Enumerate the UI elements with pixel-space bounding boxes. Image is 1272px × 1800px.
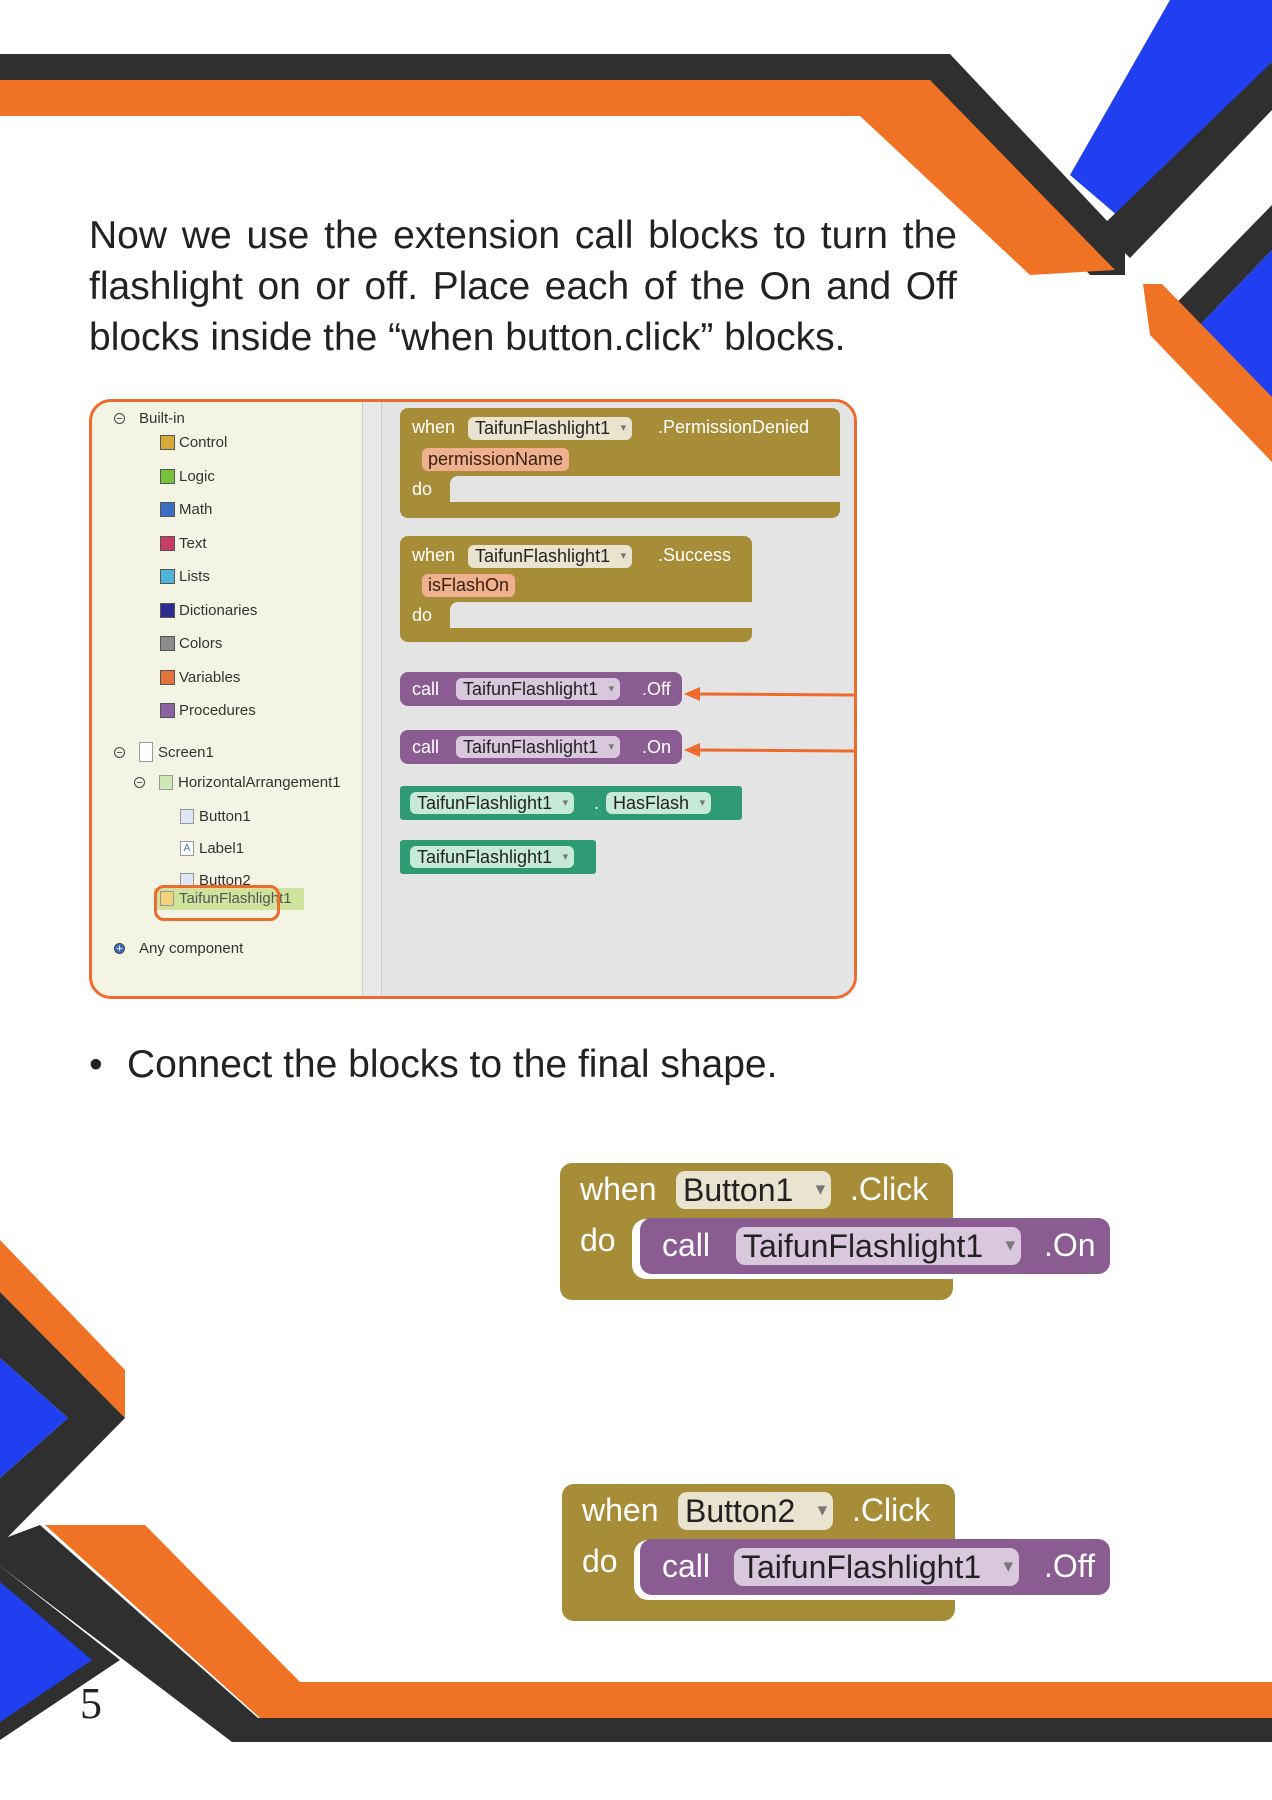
selected-row-highlight [154,888,304,910]
screen-icon [139,742,153,762]
category-color-swatch [160,502,175,517]
category-label: Procedures [179,702,256,719]
category-label: Logic [179,467,215,485]
component-dropdown[interactable]: TaifunFlashlight1 [456,678,621,700]
component-dropdown[interactable]: TaifunFlashlight1 [736,1227,1022,1265]
category-label: Lists [179,568,210,585]
tree-item-any-component[interactable]: + Any component [114,940,243,957]
do-slot[interactable] [450,476,840,502]
bottom-dark [0,1525,1272,1742]
expand-icon[interactable]: + [114,943,125,955]
category-color-swatch [160,602,175,618]
arrowhead-off [684,687,700,701]
do-slot[interactable] [450,602,752,628]
param-chip[interactable]: isFlashOn [422,574,516,597]
bottom-left-blue [0,1582,92,1722]
left-dark [0,1292,125,1545]
final-block-button1-click[interactable]: when Button1 .Click do call TaifunFlashl… [560,1163,1110,1300]
intro-paragraph: Now we use the extension call blocks to … [89,210,957,363]
category-color-swatch [160,435,175,450]
param-chip[interactable]: permissionName [422,448,570,471]
collapse-icon[interactable]: − [114,413,125,425]
bottom-orange [45,1525,1272,1718]
tree-item-category[interactable]: Dictionaries [160,602,257,619]
tree-item-arrangement[interactable]: − HorizontalArrangement1 [134,774,341,791]
intro-line-2: flashlight on or off. Place each of the … [89,265,957,308]
button-dropdown[interactable]: Button1 [676,1171,832,1209]
arrowhead-on [684,743,700,757]
success-block[interactable]: when TaifunFlashlight1 .Success isFlashO… [400,536,752,642]
collapse-icon[interactable]: − [134,777,145,789]
component-block[interactable]: TaifunFlashlight1 [400,840,596,874]
call-off-block[interactable]: call TaifunFlashlight1 .Off [400,672,682,706]
tree-scrollbar[interactable] [362,402,382,996]
tree-item-category[interactable]: Colors [160,635,222,652]
left-orange [0,1240,125,1418]
tree-item-screen[interactable]: − Screen1 [114,742,214,762]
final-block-button2-click[interactable]: when Button2 .Click do call TaifunFlashl… [562,1484,1110,1621]
page-number: 5 [80,1679,102,1728]
category-color-swatch [160,669,175,685]
call-off-block[interactable]: call TaifunFlashlight1 .Off [640,1539,1110,1595]
category-label: Dictionaries [179,601,258,619]
bullet-item: • Connect the blocks to the final shape. [89,1040,989,1090]
tree-item-label1[interactable]: A Label1 [180,840,244,857]
arrow-to-off [695,692,854,697]
tree-item-category[interactable]: Procedures [160,702,256,719]
category-color-swatch [160,636,175,651]
component-dropdown[interactable]: TaifunFlashlight1 [456,736,621,758]
highlight-ring [154,885,280,921]
arrangement-icon [159,775,173,790]
intro-line-1: Now we use the extension call blocks to … [89,214,957,257]
tree-item-button1[interactable]: Button1 [180,808,251,825]
intro-line-3: blocks inside the “when button.click” bl… [89,316,846,359]
right-orange [1143,284,1272,462]
category-label: Math [179,501,213,518]
category-label: Variables [179,668,241,686]
bullet-text: Connect the blocks to the final shape. [127,1043,778,1086]
category-color-swatch [160,569,175,584]
button-icon [180,809,194,824]
category-color-swatch [160,703,175,718]
component-dropdown[interactable]: TaifunFlashlight1 [468,545,633,568]
call-on-block[interactable]: call TaifunFlashlight1 .On [640,1218,1110,1274]
category-color-swatch [160,535,175,551]
category-label: Control [179,434,228,451]
tree-item-category[interactable]: Variables [160,669,240,686]
tree-item-button2[interactable]: Button2 [180,872,251,889]
button-dropdown[interactable]: Button2 [678,1492,834,1530]
permission-denied-block[interactable]: when TaifunFlashlight1 .PermissionDenied… [400,408,840,518]
property-dropdown[interactable]: HasFlash [606,792,712,814]
top-orange-band [0,80,1115,275]
blocks-workspace[interactable]: when TaifunFlashlight1 .PermissionDenied… [382,402,854,996]
right-blue [1195,250,1272,408]
tree-item-category[interactable]: Logic [160,468,215,485]
category-color-swatch [160,468,175,484]
call-on-block[interactable]: call TaifunFlashlight1 .On [400,730,682,764]
left-blue [0,1358,68,1478]
collapse-icon[interactable]: − [114,746,125,758]
label-icon: A [180,841,194,856]
category-label: Text [179,534,207,552]
arrow-to-on [695,748,854,753]
top-right-blue [1070,0,1272,222]
pointer-arrows [684,687,854,757]
has-flash-block[interactable]: TaifunFlashlight1 . HasFlash [400,786,742,820]
tree-item-builtin[interactable]: − Built-in [114,410,185,427]
component-dropdown[interactable]: TaifunFlashlight1 [734,1548,1020,1586]
component-dropdown[interactable]: TaifunFlashlight1 [410,792,575,814]
bullet-dot: • [89,1043,103,1086]
component-dropdown[interactable]: TaifunFlashlight1 [410,846,575,868]
category-label: Colors [179,635,223,652]
tree-item-category[interactable]: Text [160,535,207,552]
component-dropdown[interactable]: TaifunFlashlight1 [468,417,633,440]
top-dark-band [0,54,1125,275]
top-right-dark [1100,62,1272,258]
tree-item-category[interactable]: Math [160,501,212,518]
tree-item-category[interactable]: Control [160,434,227,451]
tree-item-category[interactable]: Lists [160,568,210,585]
